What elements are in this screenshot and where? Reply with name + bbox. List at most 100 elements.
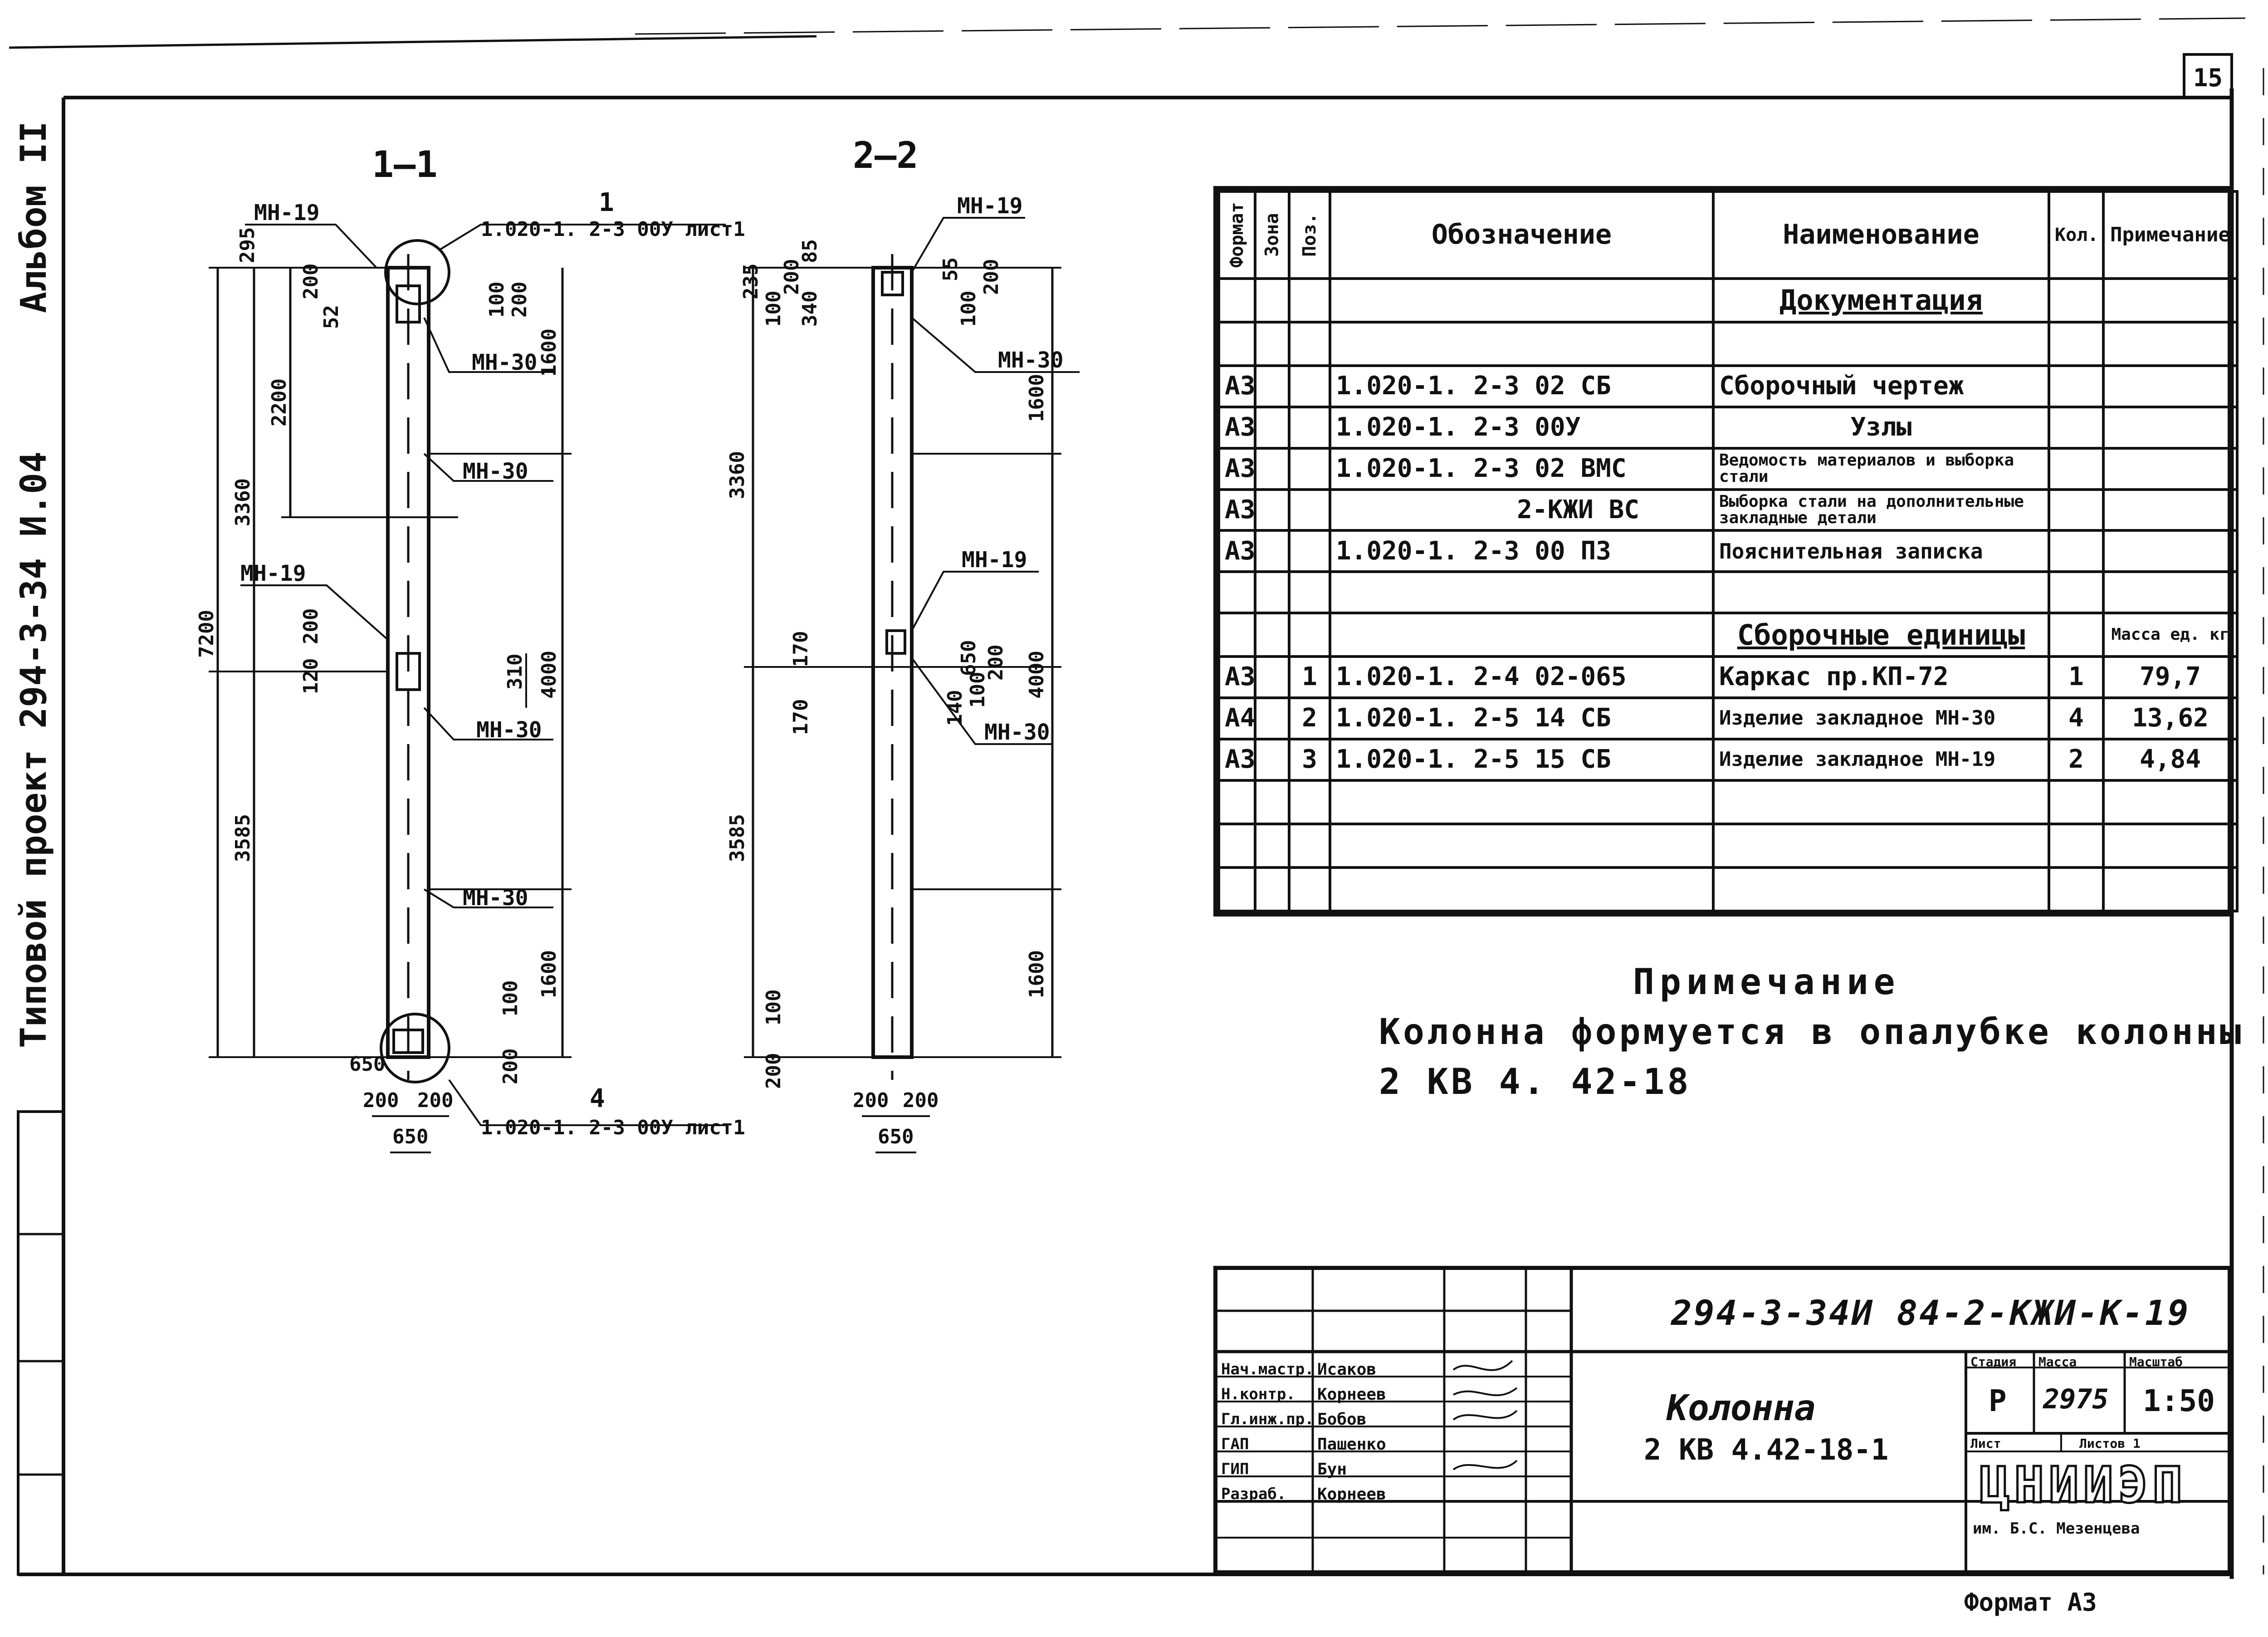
- svg-text:340: 340: [798, 291, 821, 327]
- hdr-note: Примечание: [2102, 190, 2239, 280]
- spec-header-row: Формат Зона Поз. Обозначение Наименовани…: [1219, 190, 2239, 280]
- svg-text:200: 200: [508, 282, 531, 318]
- svg-text:2200: 2200: [268, 378, 291, 426]
- svg-text:85: 85: [798, 239, 821, 263]
- svg-text:МН-30: МН-30: [476, 717, 542, 743]
- svg-text:1: 1: [599, 188, 614, 217]
- svg-text:120: 120: [299, 658, 323, 694]
- svg-text:МН-19: МН-19: [240, 561, 306, 586]
- svg-text:650: 650: [349, 1053, 385, 1076]
- svg-text:200: 200: [980, 259, 1003, 295]
- svg-text:100: 100: [957, 291, 980, 327]
- svg-text:650: 650: [878, 1125, 914, 1148]
- svg-text:1.020-1. 2-3 00У лист1: 1.020-1. 2-3 00У лист1: [481, 218, 745, 241]
- svg-text:140: 140: [943, 690, 967, 726]
- svg-text:200: 200: [903, 1089, 938, 1112]
- svg-text:200: 200: [363, 1089, 399, 1112]
- unit-mass-note: Масса ед. кг: [2102, 612, 2239, 658]
- hdr-designation: Обозначение: [1329, 190, 1715, 280]
- svg-text:235: 235: [739, 264, 763, 299]
- corner-sheet-number: 15: [2193, 64, 2223, 92]
- svg-text:100: 100: [762, 990, 785, 1025]
- svg-text:200: 200: [780, 259, 803, 295]
- svg-text:МН-30: МН-30: [984, 720, 1050, 745]
- svg-text:МН-30: МН-30: [998, 348, 1064, 373]
- project-label: Типовой проект 294-3-34 И.04: [14, 451, 54, 1048]
- svg-text:200: 200: [762, 1053, 785, 1089]
- hdr-pos: Поз.: [1289, 191, 1330, 279]
- title-block: 294-3-34И 84-2-КЖИ-К-19 Нач.мастр.Н.конт…: [1213, 1266, 2232, 1574]
- section-assembly-units: Сборочные единицы: [1712, 612, 2050, 658]
- svg-text:170: 170: [789, 631, 812, 667]
- stamp-org-logo: ЦНИИЭП: [1978, 1455, 2187, 1515]
- notes-line-2: 2 КВ 4. 42-18: [1379, 1062, 1691, 1103]
- svg-text:650: 650: [392, 1125, 428, 1148]
- svg-text:100: 100: [762, 291, 785, 327]
- hdr-qty: Кол.: [2048, 190, 2105, 280]
- stamp-mass: 2975: [2043, 1383, 2109, 1415]
- hdr-zone: Зона: [1255, 191, 1289, 279]
- svg-text:3585: 3585: [231, 814, 254, 862]
- svg-text:1600: 1600: [1025, 950, 1048, 998]
- svg-text:МН-30: МН-30: [472, 350, 538, 375]
- notes-line-1: Колонна формуется в опалубке колонны: [1379, 1012, 2244, 1053]
- svg-text:200: 200: [853, 1089, 889, 1112]
- stamp-code: 294-3-34И 84-2-КЖИ-К-19: [1671, 1293, 2190, 1333]
- svg-text:310: 310: [503, 654, 527, 690]
- svg-text:200: 200: [984, 645, 1007, 681]
- svg-text:МН-19: МН-19: [962, 547, 1027, 573]
- hdr-name: Наименование: [1712, 190, 2050, 280]
- svg-text:52: 52: [320, 305, 343, 329]
- section-1-1: 1—1: [195, 143, 745, 1153]
- svg-text:55: 55: [939, 257, 962, 281]
- svg-text:3360: 3360: [231, 478, 254, 526]
- svg-text:1600: 1600: [1025, 374, 1048, 422]
- section-documentation: Документация: [1712, 277, 2050, 323]
- svg-text:200: 200: [417, 1089, 453, 1112]
- svg-text:100: 100: [499, 980, 522, 1016]
- svg-text:4: 4: [590, 1084, 605, 1113]
- svg-text:1600: 1600: [538, 950, 561, 998]
- stamp-scale: 1:50: [2143, 1383, 2215, 1418]
- stamp-title: Колонна: [1667, 1388, 1816, 1429]
- svg-text:МН-19: МН-19: [957, 193, 1023, 219]
- svg-text:650: 650: [957, 640, 980, 676]
- svg-text:4000: 4000: [1025, 651, 1048, 699]
- svg-text:1600: 1600: [538, 328, 561, 377]
- svg-text:1.020-1. 2-3 00У лист1: 1.020-1. 2-3 00У лист1: [481, 1116, 745, 1139]
- stamp-stage: Р: [1989, 1383, 2007, 1418]
- svg-text:100: 100: [966, 672, 989, 708]
- album-label: Альбом II: [14, 121, 54, 313]
- svg-text:200: 200: [299, 608, 323, 644]
- section-2-title: 2—2: [853, 134, 919, 176]
- specification-table: Формат Зона Поз. Обозначение Наименовани…: [1213, 186, 2239, 917]
- svg-text:МН-19: МН-19: [254, 200, 320, 225]
- stamp-title-mark: 2 КВ 4.42-18-1: [1644, 1433, 1889, 1467]
- side-labels: Альбом II Типовой проект 294-3-34 И.04: [9, 121, 64, 1057]
- svg-text:200: 200: [299, 264, 323, 299]
- section-1-title: 1—1: [372, 143, 438, 186]
- svg-text:МН-30: МН-30: [463, 885, 528, 911]
- svg-text:295: 295: [236, 227, 259, 263]
- svg-text:3585: 3585: [726, 814, 749, 862]
- svg-text:3360: 3360: [726, 451, 749, 499]
- svg-text:7200: 7200: [195, 610, 218, 658]
- svg-text:4000: 4000: [538, 651, 561, 699]
- svg-text:МН-30: МН-30: [463, 459, 528, 484]
- hdr-format: Формат: [1219, 191, 1255, 279]
- svg-text:100: 100: [485, 282, 508, 318]
- svg-text:170: 170: [789, 699, 812, 735]
- section-2-2: 2—2 МН-19 МН-30 МН-19 МН-30 235 10: [726, 134, 1080, 1153]
- notes-block: Примечание Колонна формуется в опалубке …: [1379, 962, 2244, 1103]
